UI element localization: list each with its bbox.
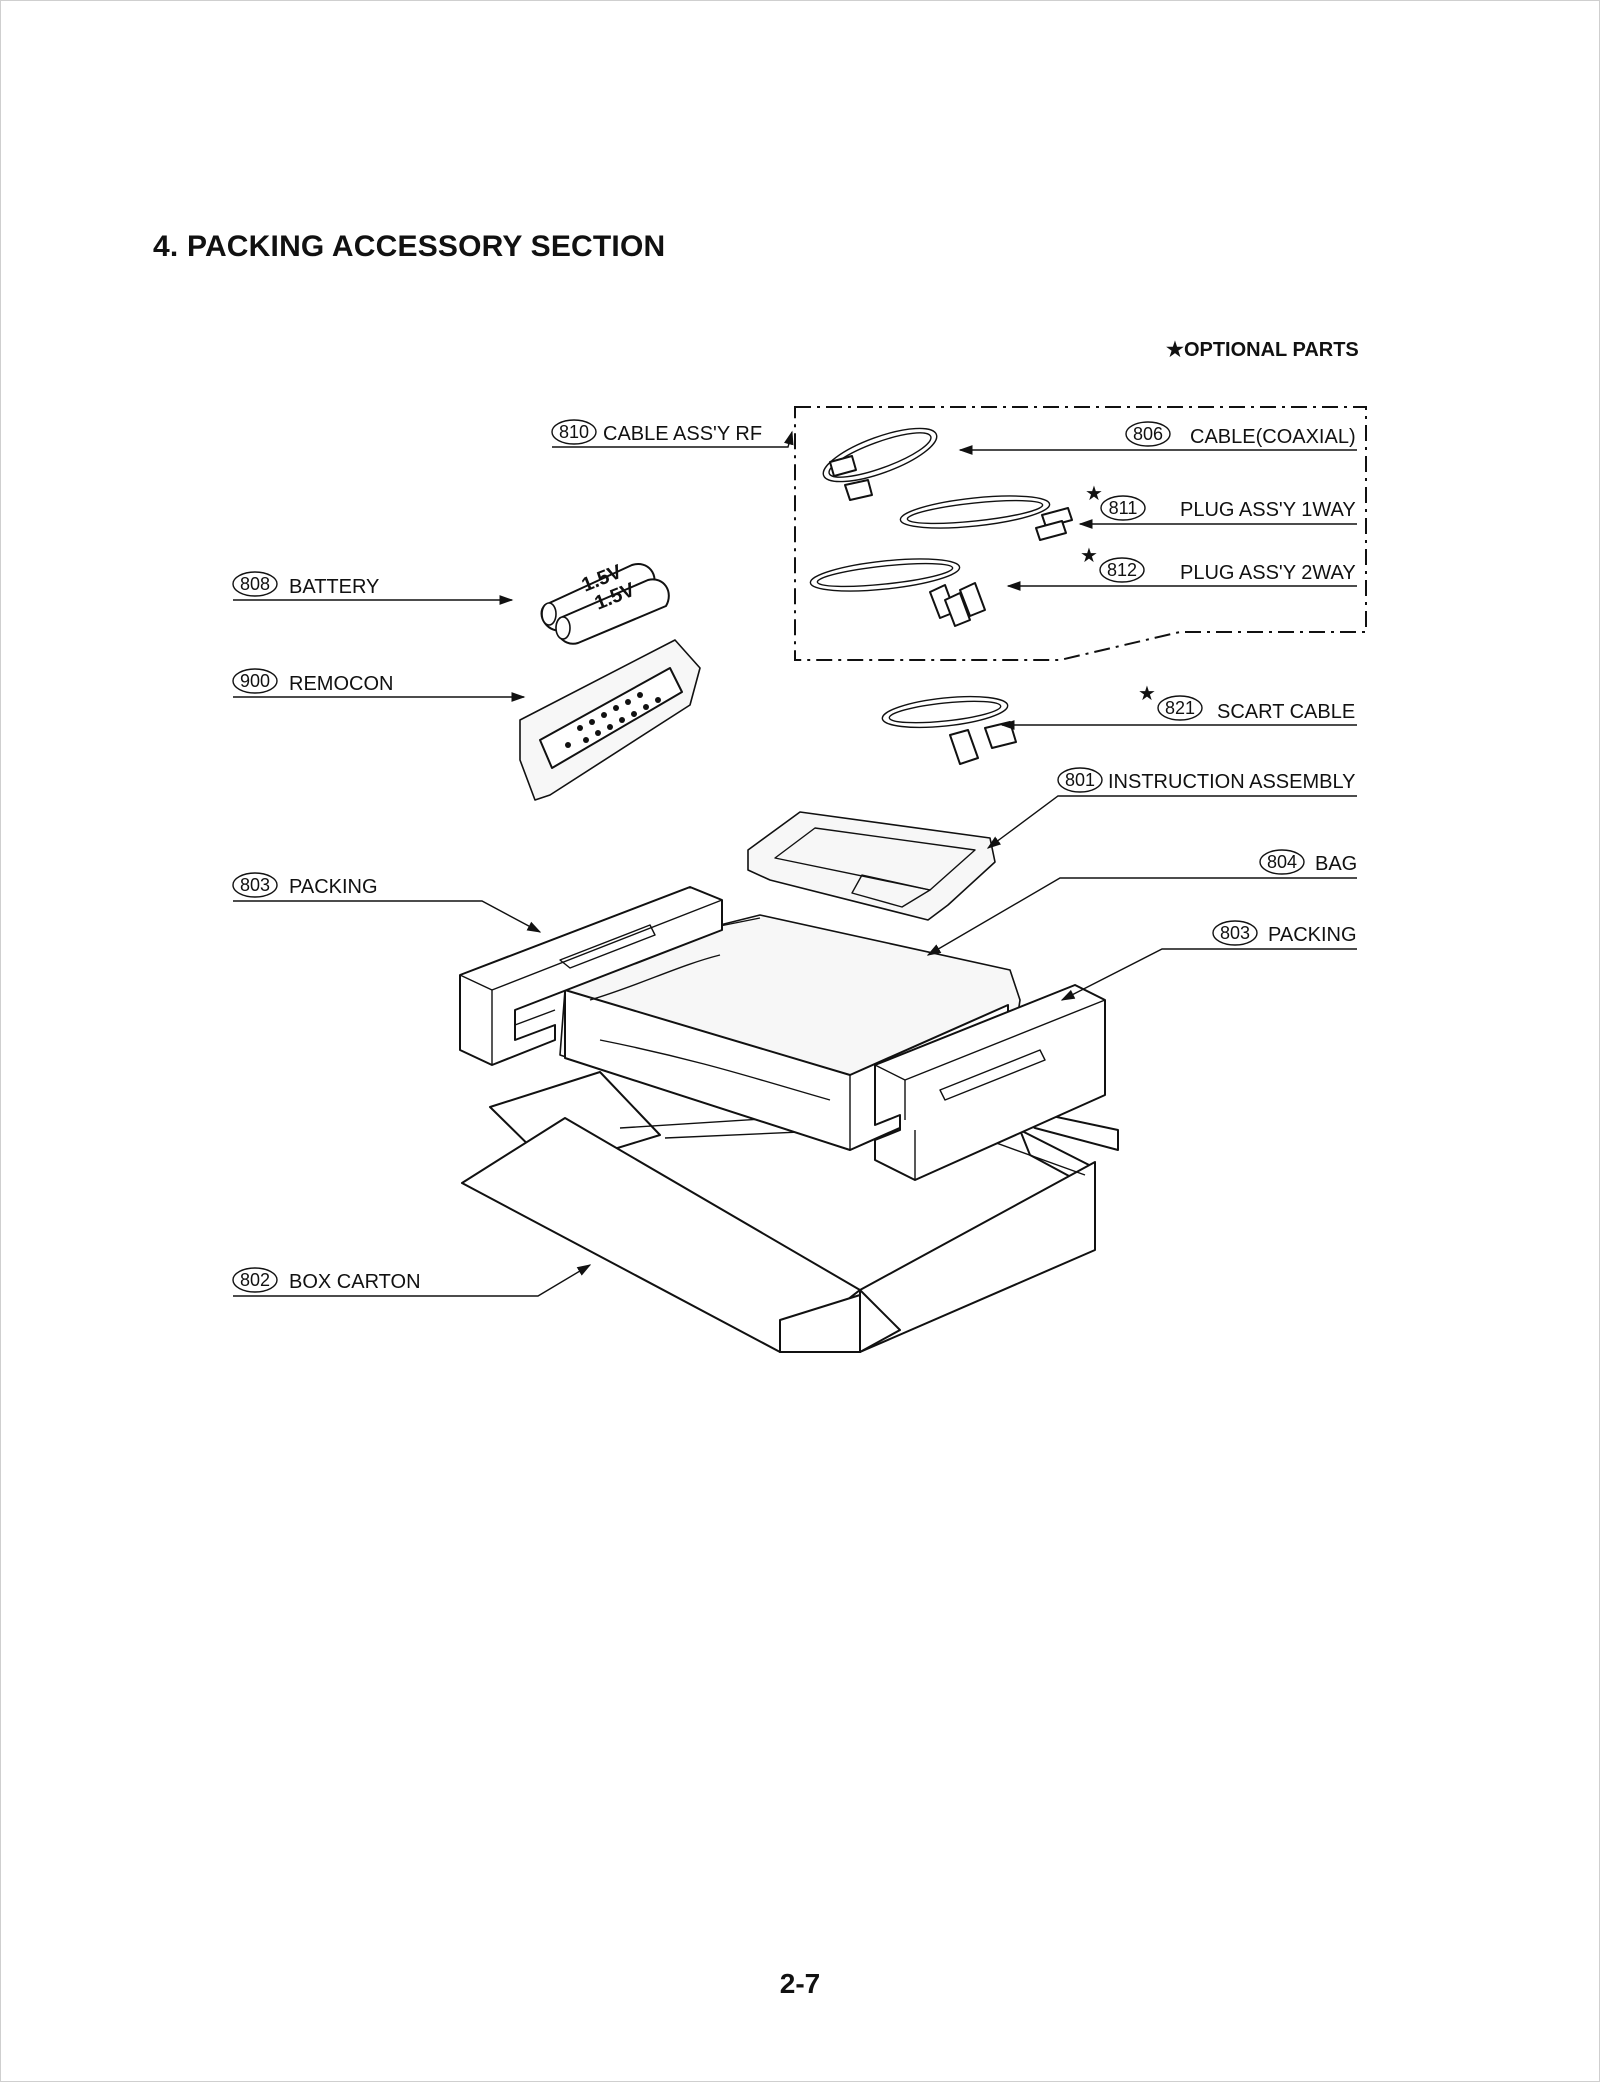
callout-number: 803 xyxy=(240,875,270,895)
page-number: 2-7 xyxy=(779,1968,821,1999)
callout-label: REMOCON xyxy=(289,673,393,695)
callouts: 810 CABLE ASS'Y RF 806 CABLE(COAXIAL) ★ … xyxy=(232,419,1357,1297)
plug-2way-illustration xyxy=(809,558,986,627)
optional-parts-label: OPTIONAL PARTS xyxy=(1183,339,1359,361)
callout-label: CABLE(COAXIAL) xyxy=(1190,426,1356,448)
callout-number: 812 xyxy=(1107,560,1137,580)
instruction-assembly-illustration xyxy=(747,811,996,921)
callout-number: 803 xyxy=(1220,923,1250,943)
callout-label: PLUG ASS'Y 2WAY xyxy=(1180,562,1356,584)
optional-star-icon: ★ xyxy=(1085,483,1103,505)
callout-bag: 804 BAG xyxy=(926,849,1357,956)
battery-illustration: 1.5V 1.5V xyxy=(540,561,670,645)
callout-label: SCART CABLE xyxy=(1217,701,1355,723)
callout-scart-cable: ★ 821 SCART CABLE xyxy=(1000,683,1357,730)
plug-1way-illustration xyxy=(899,495,1073,541)
callout-label: PLUG ASS'Y 1WAY xyxy=(1180,499,1356,521)
optional-star-icon: ★ xyxy=(1138,683,1156,705)
star-icon: ★ xyxy=(1166,339,1184,361)
callout-packing-right: 803 PACKING xyxy=(1060,920,1357,1001)
remote-buttons xyxy=(565,692,661,748)
callout-number: 808 xyxy=(240,574,270,594)
packing-right-illustration xyxy=(874,984,1106,1181)
callout-number: 811 xyxy=(1109,498,1138,518)
callout-plug-assy-2way: ★ 812 PLUG ASS'Y 2WAY xyxy=(1006,545,1357,591)
callout-cable-coaxial: 806 CABLE(COAXIAL) xyxy=(958,421,1357,455)
callout-battery: 808 BATTERY xyxy=(232,571,514,605)
packing-left-illustration xyxy=(459,886,723,1066)
optional-parts-legend: ★OPTIONAL PARTS xyxy=(1166,337,1359,362)
callout-number: 804 xyxy=(1267,852,1297,872)
callout-label: BAG xyxy=(1315,853,1357,875)
callout-number: 821 xyxy=(1165,698,1195,718)
callout-label: CABLE ASS'Y RF xyxy=(603,423,762,445)
callout-label: BOX CARTON xyxy=(289,1271,421,1293)
callout-number: 810 xyxy=(559,422,589,442)
remote-control-illustration xyxy=(519,639,701,801)
callout-label: INSTRUCTION ASSEMBLY xyxy=(1108,771,1355,793)
callout-label: PACKING xyxy=(289,876,378,898)
callout-number: 900 xyxy=(240,671,270,691)
optional-group-boundary xyxy=(794,406,1367,661)
section-title: 4. PACKING ACCESSORY SECTION xyxy=(153,230,666,263)
callout-label: PACKING xyxy=(1268,924,1357,946)
callout-instruction-assembly: 801 INSTRUCTION ASSEMBLY xyxy=(986,767,1357,849)
callout-box-carton: 802 BOX CARTON xyxy=(232,1264,592,1297)
callout-number: 801 xyxy=(1065,770,1095,790)
rf-cable-illustration xyxy=(822,427,938,501)
scart-cable-illustration xyxy=(881,695,1017,765)
callout-label: BATTERY xyxy=(289,576,379,598)
callout-cable-assy-rf: 810 CABLE ASS'Y RF xyxy=(551,419,794,448)
callout-number: 806 xyxy=(1133,424,1163,444)
callout-number: 802 xyxy=(240,1270,270,1290)
callout-plug-assy-1way: ★ 811 PLUG ASS'Y 1WAY xyxy=(1078,483,1357,529)
callout-packing-left: 803 PACKING xyxy=(232,872,542,933)
callout-remocon: 900 REMOCON xyxy=(232,668,526,702)
optional-star-icon: ★ xyxy=(1080,545,1098,567)
